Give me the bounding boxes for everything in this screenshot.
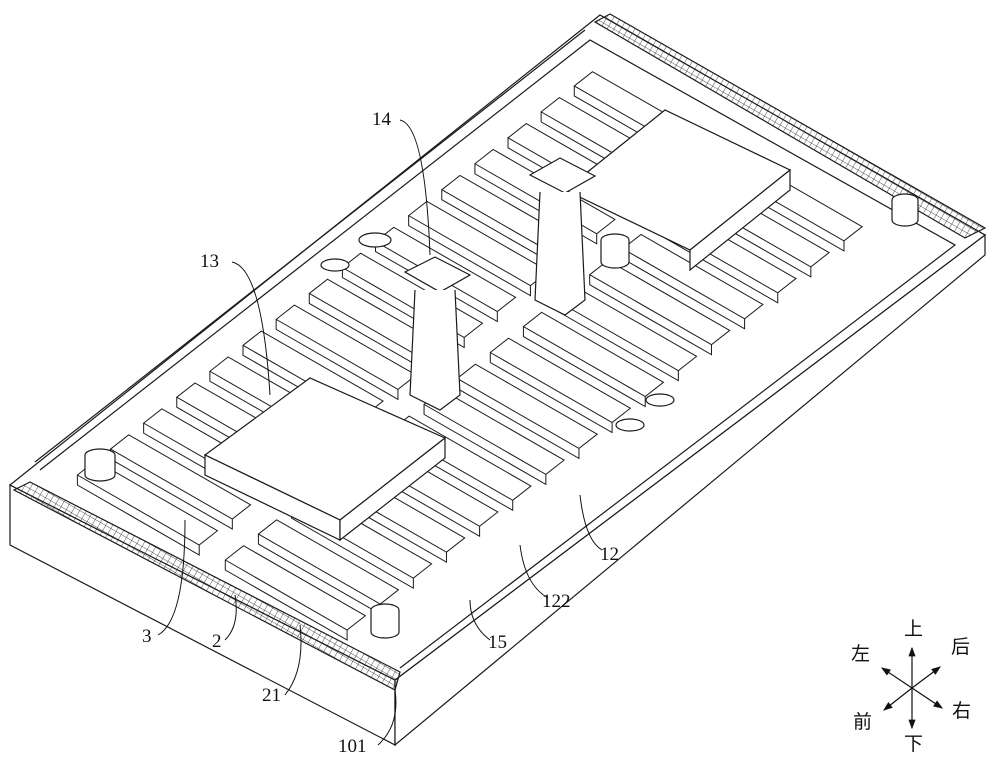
label-2: 2 [212,632,222,651]
label-101: 101 [338,737,367,756]
pillar-14-body [410,290,460,410]
compass-up-label: 上 [904,620,923,639]
label-21: 21 [262,686,281,705]
compass-down-label: 下 [904,735,923,754]
compass-left-label: 左 [851,645,870,664]
pillar-body-2 [535,192,585,315]
compass-right-label: 右 [952,702,971,721]
direction-compass-icon [882,648,942,728]
label-12: 12 [600,545,619,564]
label-3: 3 [142,627,152,646]
label-14: 14 [372,110,391,129]
label-15: 15 [488,633,507,652]
label-122: 122 [542,592,571,611]
compass-front-label: 前 [853,713,872,732]
compass-back-label: 后 [951,638,970,657]
label-13: 13 [200,252,219,271]
